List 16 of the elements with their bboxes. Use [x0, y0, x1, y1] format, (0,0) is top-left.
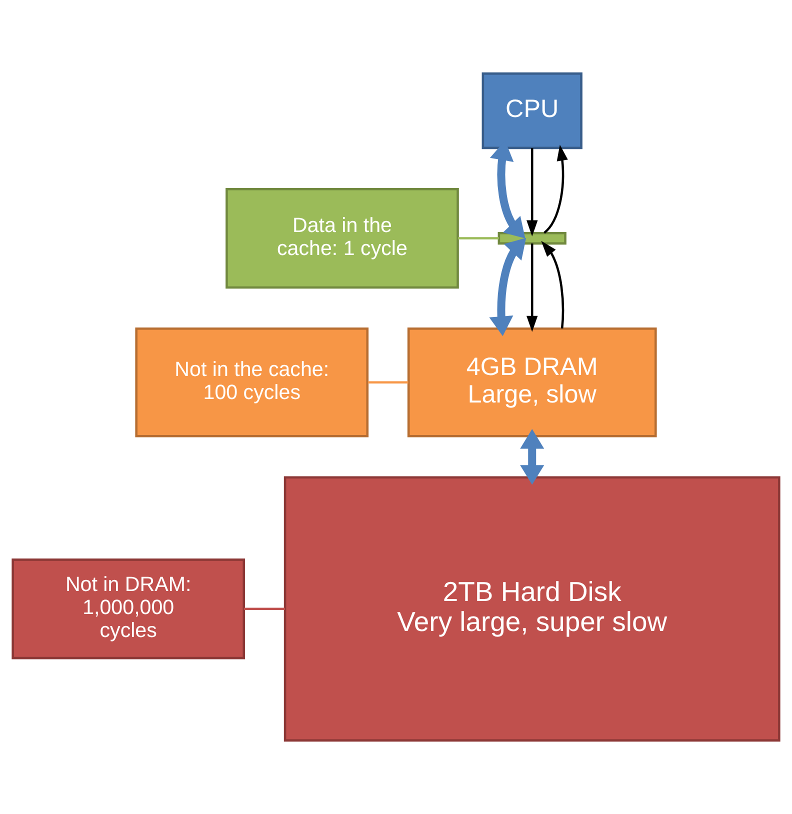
arrow: [526, 148, 538, 236]
node-box: 2TB Hard Disk Very large, super slow: [284, 476, 780, 742]
node-box: Not in DRAM: 1,000,000 cycles: [12, 558, 246, 660]
node-box: Not in the cache: 100 cycles: [135, 328, 369, 438]
arrow: [544, 144, 568, 234]
node-box: CPU: [482, 72, 582, 150]
arrow: [520, 429, 544, 485]
node-box: Data in the cache: 1 cycle: [226, 188, 459, 289]
node-box: [498, 232, 566, 245]
arrow: [526, 244, 538, 332]
connector: [244, 608, 285, 610]
connector: [368, 381, 408, 384]
connector: [458, 237, 499, 240]
node-box: 4GB DRAM Large, slow: [407, 328, 657, 438]
arrow: [541, 240, 564, 329]
arrow: [489, 238, 526, 336]
